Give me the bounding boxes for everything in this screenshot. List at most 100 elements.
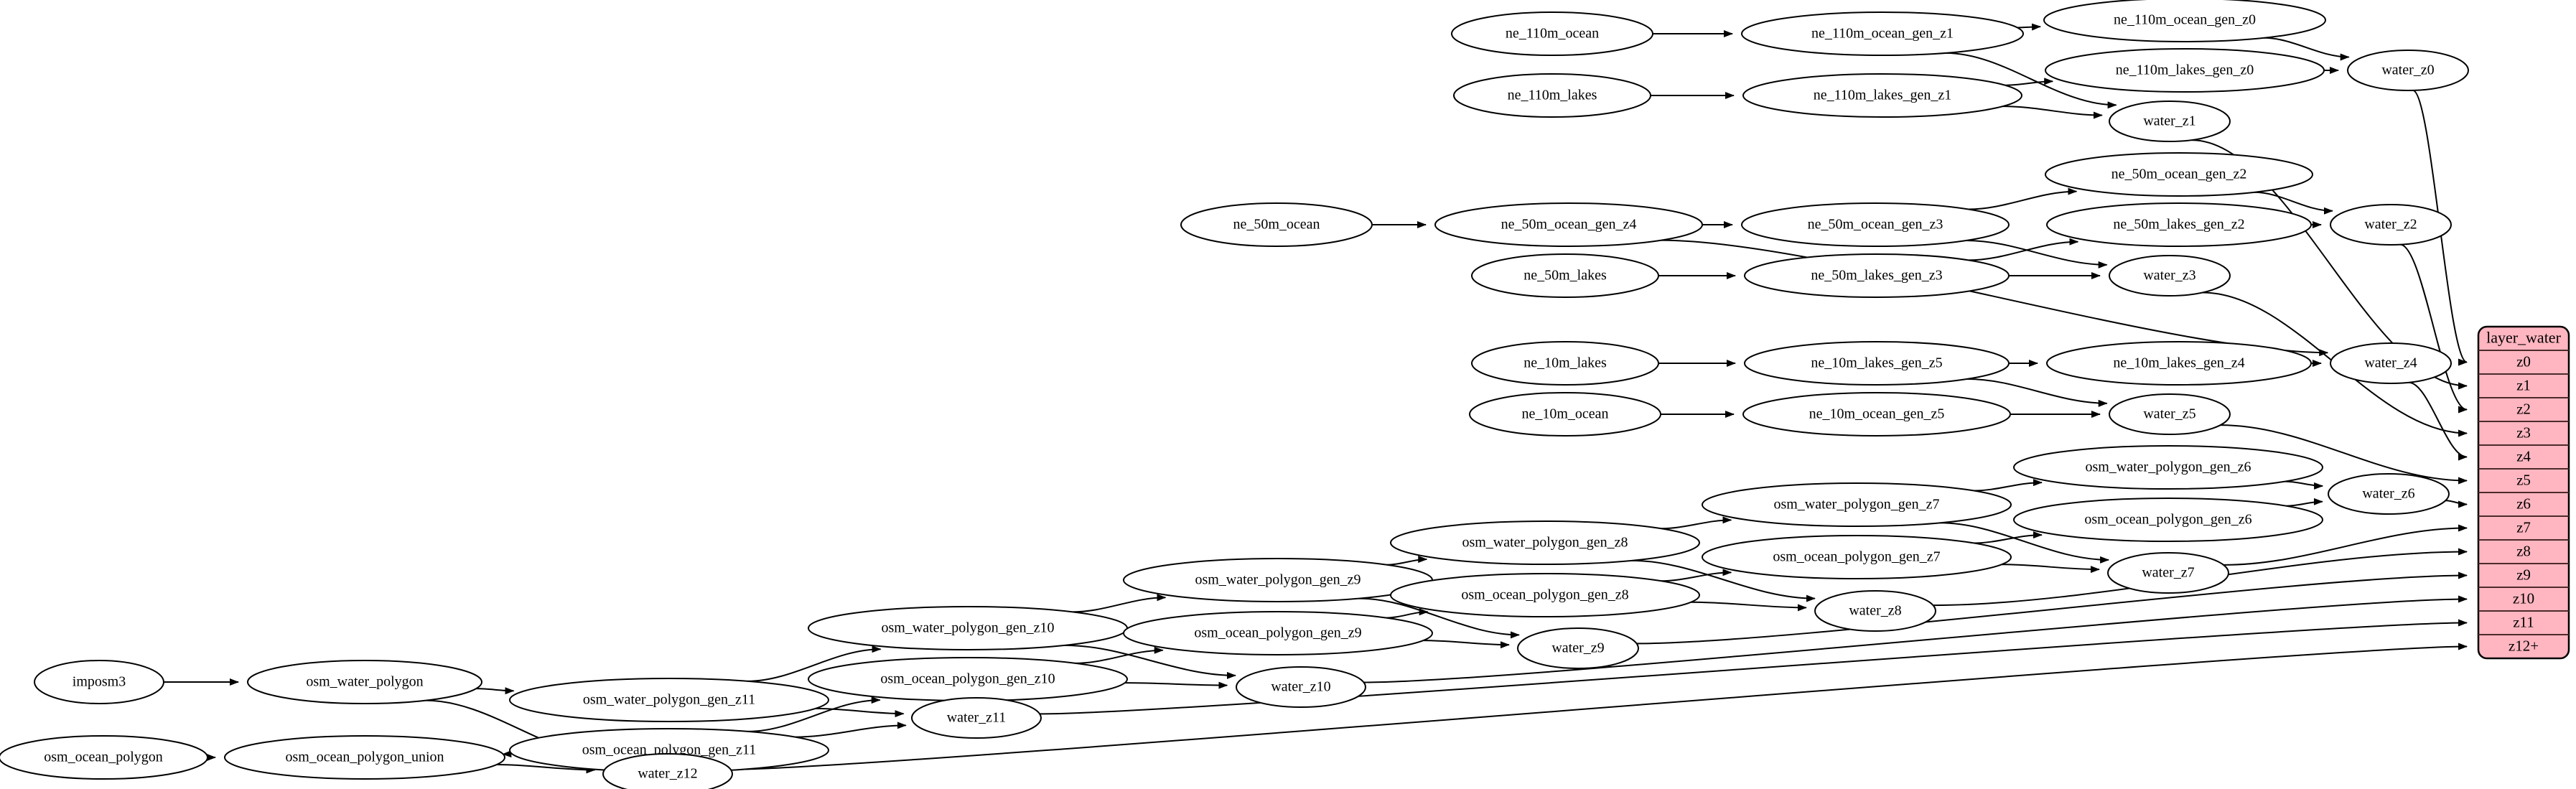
node-shape <box>1434 202 1703 247</box>
node-shape <box>0 735 208 780</box>
edge-osm_water_polygon_gen_z10-to-water_z10 <box>1064 644 1236 679</box>
node-label: ne_50m_ocean <box>1233 217 1320 233</box>
node-osm_water_polygon_gen_z9[interactable]: osm_water_polygon_gen_z9 <box>1123 558 1433 602</box>
node-osm_ocean_polygon_gen_z9[interactable]: osm_ocean_polygon_gen_z9 <box>1123 611 1433 655</box>
node-label: water_z4 <box>2364 355 2417 371</box>
node-osm_water_polygon_gen_z10[interactable]: osm_water_polygon_gen_z10 <box>808 606 1128 650</box>
node-ne_50m_lakes[interactable]: ne_50m_lakes <box>1471 253 1659 298</box>
node-water_z7[interactable]: water_z7 <box>2107 552 2229 594</box>
node-shape <box>1744 253 2010 298</box>
node-ne_10m_lakes_gen_z5[interactable]: ne_10m_lakes_gen_z5 <box>1744 341 2010 386</box>
node-shape <box>2328 473 2450 515</box>
node-ne_110m_ocean_gen_z1[interactable]: ne_110m_ocean_gen_z1 <box>1741 11 2024 56</box>
node-label: water_z7 <box>2142 565 2194 581</box>
edge-water_z7-to-layer_water-z7 <box>2223 524 2468 566</box>
node-water_z4[interactable]: water_z4 <box>2330 342 2452 384</box>
table-row-z6[interactable]: z6 <box>2516 495 2531 512</box>
layer-water-title: layer_water <box>2486 329 2561 347</box>
edge-osm_water_polygon_gen_z8-to-water_z8 <box>1631 559 1816 602</box>
node-shape <box>2046 202 2312 247</box>
table-row-z5[interactable]: z5 <box>2516 471 2531 488</box>
node-shape <box>509 678 829 722</box>
node-osm_water_polygon_gen_z7[interactable]: osm_water_polygon_gen_z7 <box>1702 482 2012 527</box>
node-water_z10[interactable]: water_z10 <box>1236 666 1366 708</box>
node-osm_water_polygon_gen_z6[interactable]: osm_water_polygon_gen_z6 <box>2013 445 2323 490</box>
node-osm_ocean_polygon_gen_z7[interactable]: osm_ocean_polygon_gen_z7 <box>1702 535 2012 579</box>
node-shape <box>2013 445 2323 490</box>
node-water_z3[interactable]: water_z3 <box>2109 255 2231 297</box>
node-water_z1[interactable]: water_z1 <box>2109 101 2231 142</box>
node-shape <box>1390 520 1700 565</box>
node-water_z2[interactable]: water_z2 <box>2330 204 2452 246</box>
node-ne_10m_lakes[interactable]: ne_10m_lakes <box>1471 341 1659 386</box>
node-label: osm_ocean_polygon_gen_z7 <box>1773 549 1940 565</box>
node-ne_50m_lakes_gen_z3[interactable]: ne_50m_lakes_gen_z3 <box>1744 253 2010 298</box>
node-osm_water_polygon[interactable]: osm_water_polygon <box>247 660 482 704</box>
edge-ne_50m_ocean_gen_z3-to-ne_50m_ocean_gen_z2 <box>1968 187 2078 210</box>
node-label: osm_ocean_polygon_gen_z8 <box>1461 587 1628 603</box>
node-ne_110m_ocean_gen_z0[interactable]: ne_110m_ocean_gen_z0 <box>2043 0 2326 42</box>
edge-ne_50m_ocean_gen_z3-to-water_z3 <box>1966 239 2108 269</box>
table-row-z9[interactable]: z9 <box>2516 566 2531 583</box>
table-row-z0[interactable]: z0 <box>2516 353 2531 370</box>
node-water_z6[interactable]: water_z6 <box>2328 473 2450 515</box>
node-label: water_z12 <box>638 766 697 782</box>
table-row-z11[interactable]: z11 <box>2513 613 2534 630</box>
node-label: water_z1 <box>2143 113 2195 129</box>
node-shape <box>1742 392 2011 436</box>
node-osm_ocean_polygon_gen_z8[interactable]: osm_ocean_polygon_gen_z8 <box>1390 573 1700 617</box>
node-water_z5[interactable]: water_z5 <box>2109 393 2231 435</box>
table-row-z12plus[interactable]: z12+ <box>2509 637 2539 654</box>
node-water_z9[interactable]: water_z9 <box>1517 627 1639 669</box>
node-imposm3[interactable]: imposm3 <box>34 660 164 704</box>
edge-ne_110m_ocean_gen_z0-to-water_z0 <box>2264 37 2350 61</box>
node-water_z8[interactable]: water_z8 <box>1814 590 1936 632</box>
node-water_z0[interactable]: water_z0 <box>2347 50 2469 91</box>
node-label: ne_110m_ocean_gen_z0 <box>2114 12 2256 28</box>
node-ne_110m_lakes_gen_z0[interactable]: ne_110m_lakes_gen_z0 <box>2045 48 2325 93</box>
node-ne_110m_lakes_gen_z1[interactable]: ne_110m_lakes_gen_z1 <box>1742 73 2022 118</box>
node-osm_water_polygon_gen_z11[interactable]: osm_water_polygon_gen_z11 <box>509 678 829 722</box>
table-row-z4[interactable]: z4 <box>2516 447 2531 464</box>
node-shape <box>1471 341 1659 386</box>
node-osm_ocean_polygon[interactable]: osm_ocean_polygon <box>0 735 208 780</box>
edge-ne_10m_lakes_gen_z5-to-water_z5 <box>1966 378 2108 407</box>
node-ne_110m_lakes[interactable]: ne_110m_lakes <box>1453 73 1651 118</box>
node-ne_50m_ocean[interactable]: ne_50m_ocean <box>1180 202 1373 247</box>
node-ne_50m_ocean_gen_z2[interactable]: ne_50m_ocean_gen_z2 <box>2045 152 2313 197</box>
node-ne_10m_ocean[interactable]: ne_10m_ocean <box>1469 392 1661 436</box>
node-ne_10m_ocean_gen_z5[interactable]: ne_10m_ocean_gen_z5 <box>1742 392 2011 436</box>
node-osm_water_polygon_gen_z8[interactable]: osm_water_polygon_gen_z8 <box>1390 520 1700 565</box>
node-water_z12[interactable]: water_z12 <box>602 753 733 789</box>
node-shape <box>1236 666 1366 708</box>
node-label: osm_ocean_polygon_union <box>285 750 444 765</box>
table-row-z8[interactable]: z8 <box>2516 542 2531 559</box>
node-label: ne_50m_ocean_gen_z3 <box>1808 217 1943 233</box>
table-row-z1[interactable]: z1 <box>2516 376 2531 393</box>
node-osm_ocean_polygon_union[interactable]: osm_ocean_polygon_union <box>224 735 505 780</box>
node-osm_ocean_polygon_gen_z11[interactable]: osm_ocean_polygon_gen_z11 <box>509 728 829 772</box>
edge-osm_ocean_polygon_gen_z10-to-osm_ocean_polygon_gen_z9 <box>1075 646 1164 664</box>
node-shape <box>1390 573 1700 617</box>
node-ne_50m_ocean_gen_z3[interactable]: ne_50m_ocean_gen_z3 <box>1741 202 2010 247</box>
table-row-z7[interactable]: z7 <box>2516 518 2531 536</box>
node-shape <box>1180 202 1373 247</box>
node-water_z11[interactable]: water_z11 <box>911 697 1042 739</box>
table-row-z2[interactable]: z2 <box>2516 400 2531 417</box>
node-shape <box>2107 552 2229 594</box>
node-shape <box>2046 341 2312 386</box>
table-row-z10[interactable]: z10 <box>2513 589 2534 607</box>
node-shape <box>1453 73 1651 118</box>
node-ne_110m_ocean[interactable]: ne_110m_ocean <box>1451 11 1653 56</box>
node-ne_10m_lakes_gen_z4[interactable]: ne_10m_lakes_gen_z4 <box>2046 341 2312 386</box>
node-label: water_z2 <box>2364 217 2417 233</box>
node-shape <box>1451 11 1653 56</box>
edge-water_z12-to-layer_water-z12plus <box>730 643 2468 770</box>
node-ne_50m_ocean_gen_z4[interactable]: ne_50m_ocean_gen_z4 <box>1434 202 1703 247</box>
table-row-z3[interactable]: z3 <box>2516 424 2531 441</box>
edge-water_z9-to-layer_water-z9 <box>1636 571 2468 645</box>
node-osm_ocean_polygon_gen_z10[interactable]: osm_ocean_polygon_gen_z10 <box>808 657 1128 701</box>
node-ne_50m_lakes_gen_z2[interactable]: ne_50m_lakes_gen_z2 <box>2046 202 2312 247</box>
node-osm_ocean_polygon_gen_z6[interactable]: osm_ocean_polygon_gen_z6 <box>2013 498 2323 542</box>
node-label: osm_water_polygon_gen_z11 <box>583 692 755 708</box>
